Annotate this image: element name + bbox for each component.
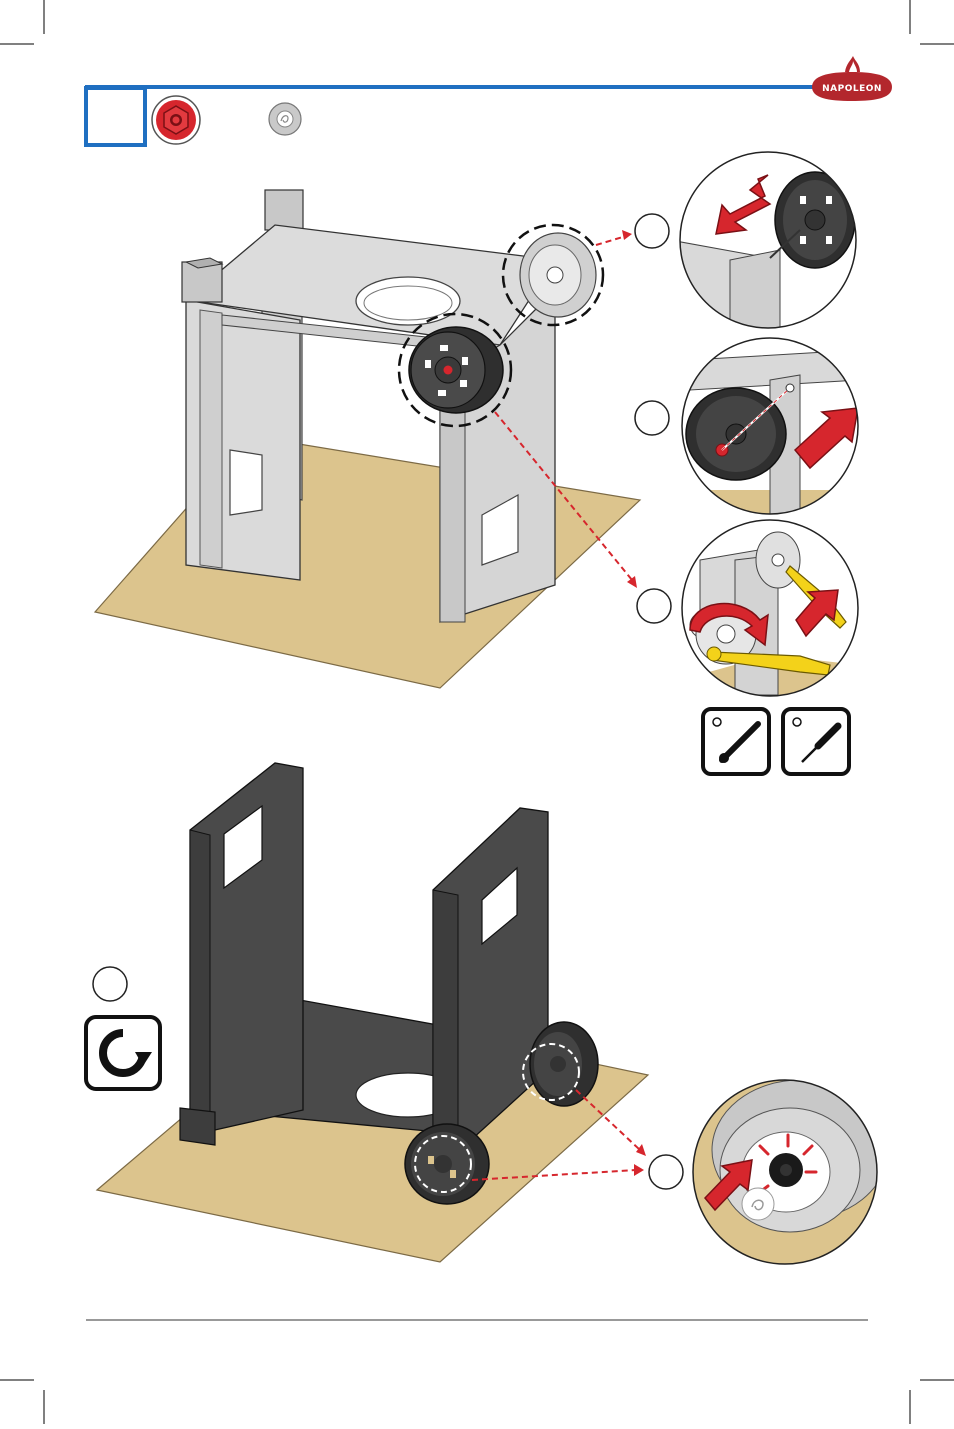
wheel-back-bottom [529, 1021, 599, 1107]
hubcap-icon [268, 102, 302, 136]
detail-view-2 [681, 337, 859, 515]
dashed-highlight-front [397, 312, 513, 428]
brand-logo: NAPOLEON [812, 56, 892, 101]
detail-view-5 [692, 1079, 878, 1265]
red-arrow-5 [703, 1159, 753, 1212]
callout-3 [636, 588, 672, 624]
wheel-back-top [519, 232, 597, 318]
floor-mat-top [93, 435, 642, 689]
brand-name: NAPOLEON [822, 84, 882, 94]
callout-5 [648, 1154, 684, 1190]
header-rule [85, 85, 820, 89]
cart-frame-upright [95, 762, 650, 1263]
dashed-highlight-front-bottom [414, 1135, 472, 1193]
red-arrow-2 [793, 407, 858, 470]
cart-frame-inverted [93, 189, 642, 689]
red-arrow-1 [715, 174, 772, 235]
callout-2 [634, 400, 670, 436]
detail-view-3 [681, 519, 859, 697]
wrench-tool-icon [701, 707, 771, 776]
dashed-highlight-back-bottom [522, 1043, 580, 1101]
rotate-flip-icon [84, 1015, 162, 1091]
hex-nut-icon [151, 95, 201, 145]
dashed-highlight-back [501, 223, 605, 327]
red-arrow-3 [795, 589, 839, 638]
screwdriver-tool-icon [781, 707, 851, 776]
callout-1 [634, 213, 670, 249]
red-rotate-arrow [689, 602, 769, 647]
wheel-front-top [408, 326, 504, 414]
detail-view-1 [679, 151, 857, 329]
step-number-box [84, 86, 147, 147]
callout-4 [92, 966, 128, 1002]
wheel-front-bottom [404, 1123, 490, 1205]
